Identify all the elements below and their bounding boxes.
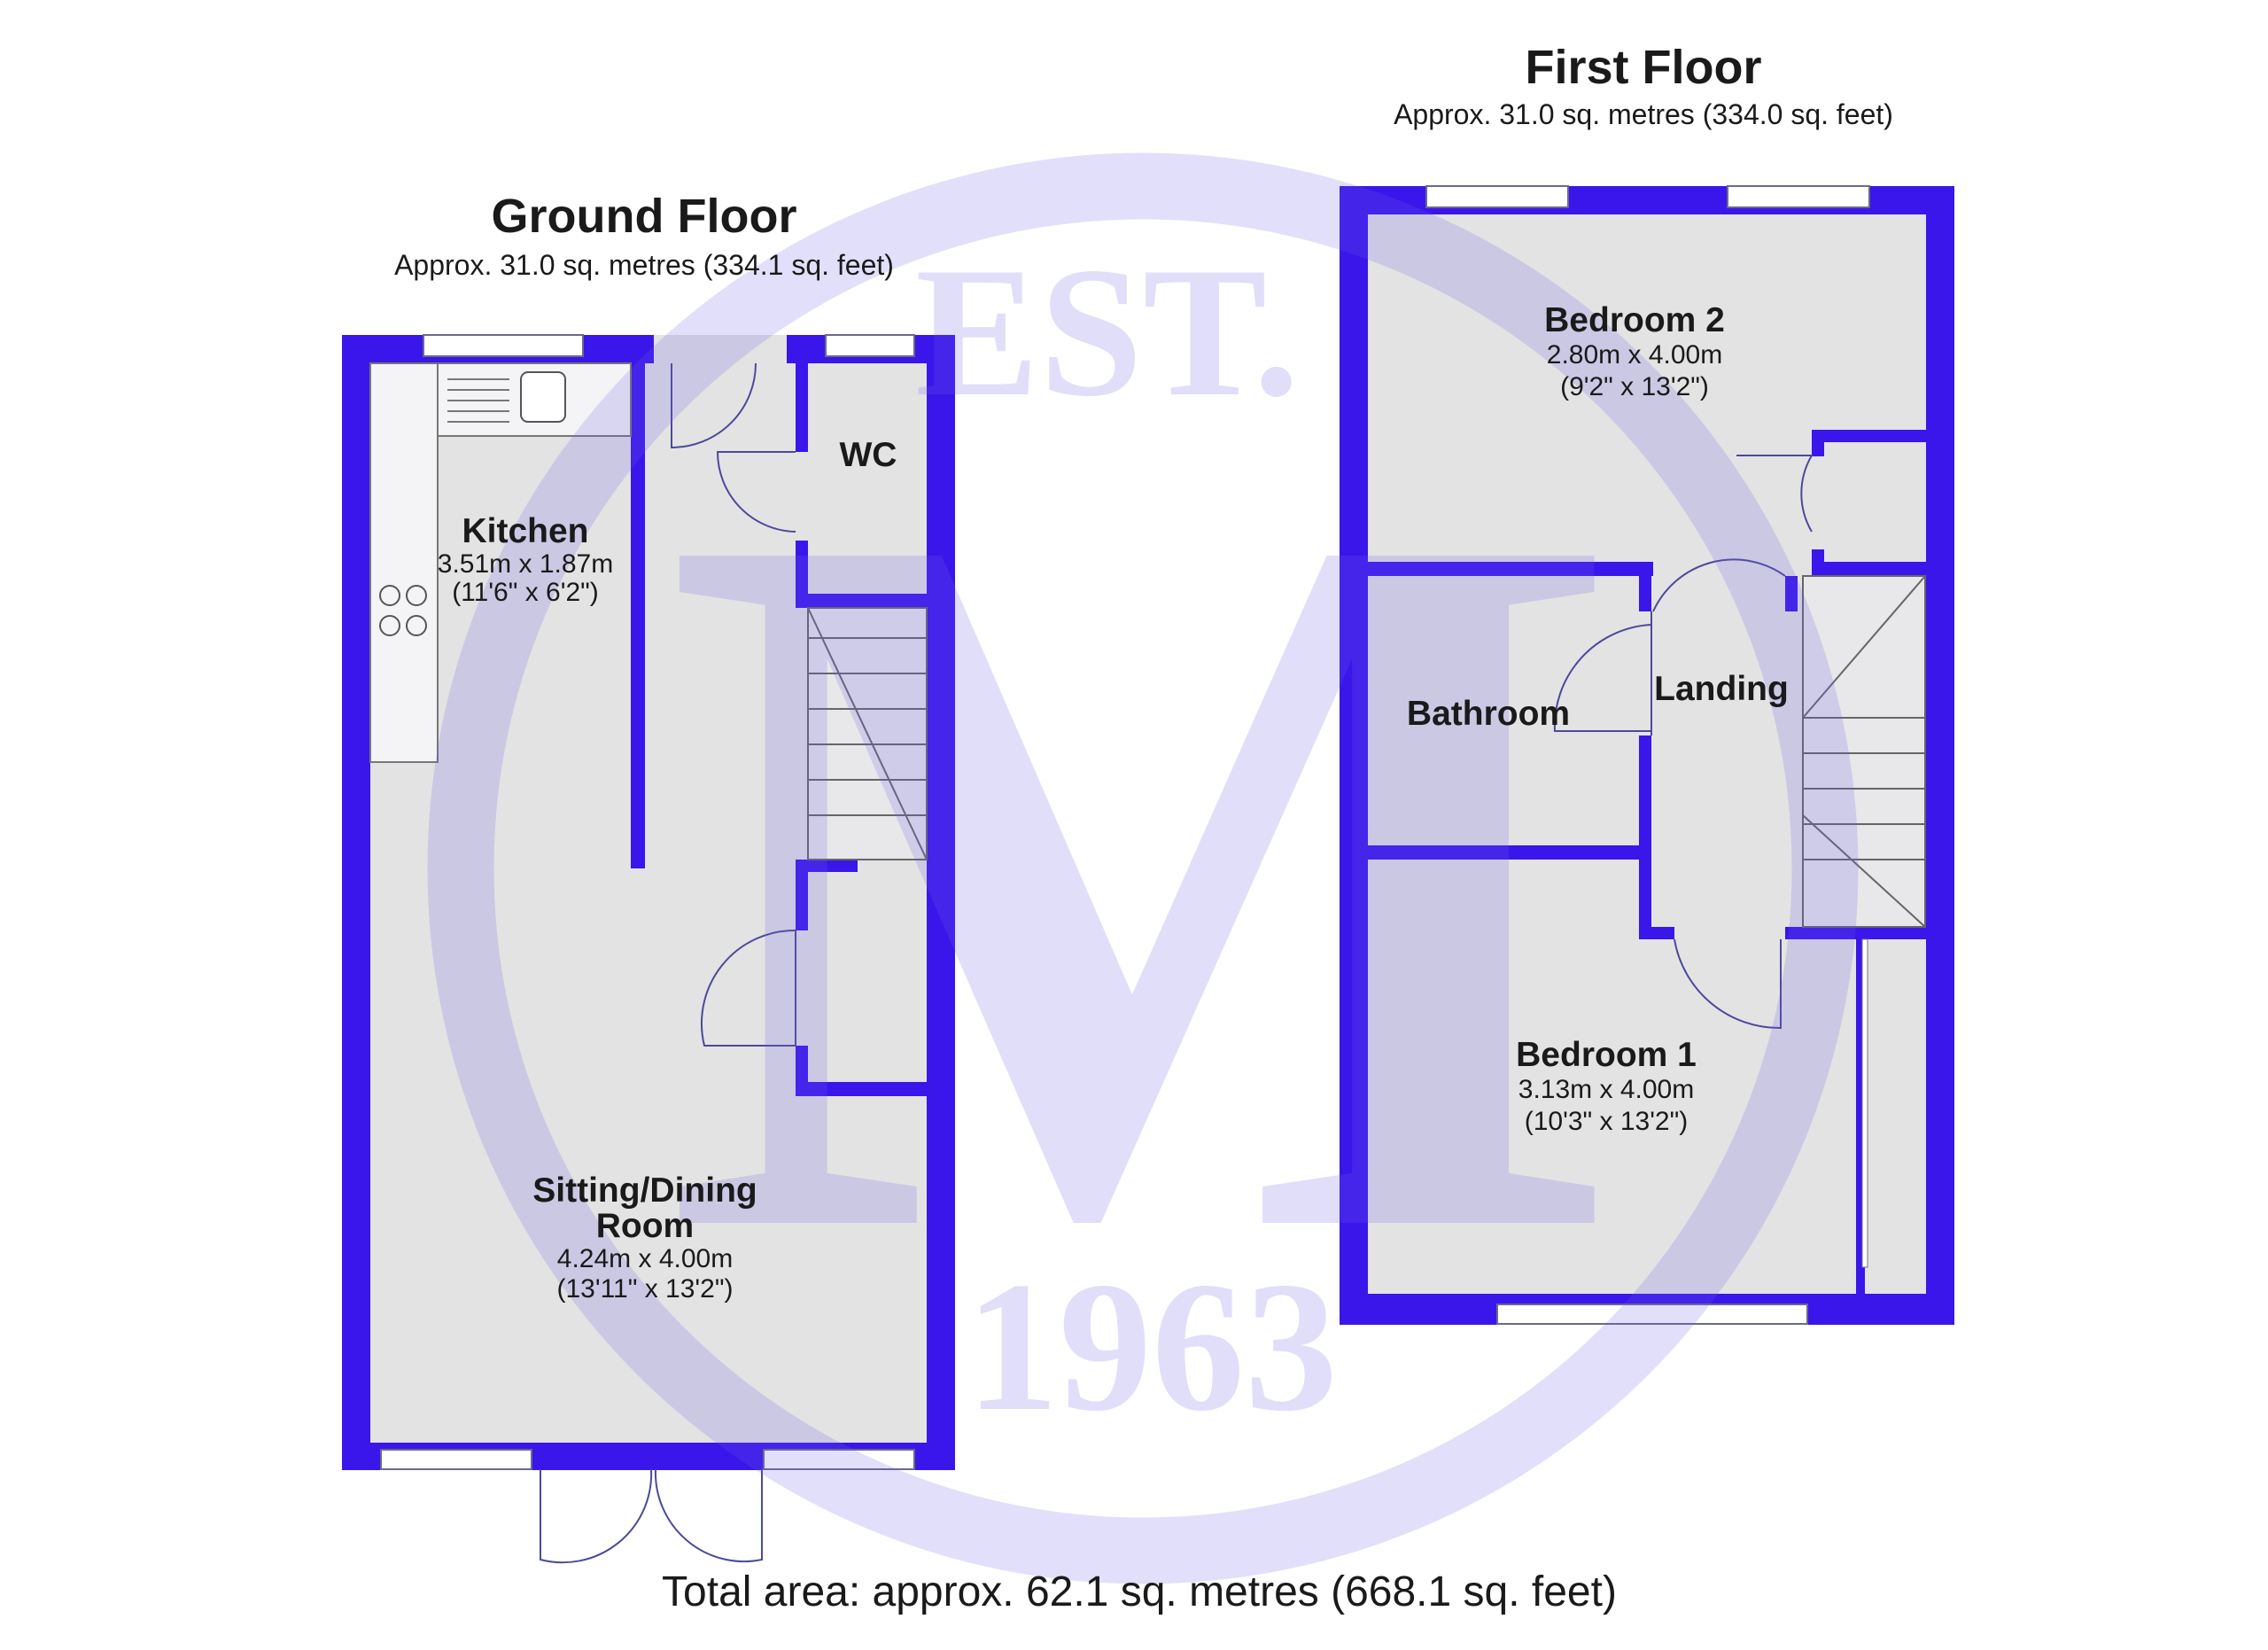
landing-wall-top bbox=[1785, 576, 1798, 611]
wc-wall-lower bbox=[796, 541, 808, 607]
watermark-year: 1963 bbox=[966, 1244, 1338, 1450]
kitchen-imperial: (11'6" x 6'2") bbox=[452, 578, 599, 607]
bedroom1-door-swing bbox=[1674, 938, 1782, 1030]
front-door-swing bbox=[671, 362, 757, 449]
sitting-room-imperial: (13'11" x 13'2") bbox=[557, 1274, 734, 1304]
bathroom-bottom-wall bbox=[1368, 845, 1651, 860]
watermark-letter: M bbox=[662, 315, 1623, 1444]
kitchen-metric: 3.51m x 1.87m bbox=[438, 549, 613, 579]
patio-door-right bbox=[654, 1468, 763, 1562]
cupboard-wall-upper bbox=[796, 860, 808, 930]
bedroom2-cupboard-top bbox=[1812, 430, 1927, 442]
watermark-ring bbox=[427, 152, 1859, 1584]
kitchen-label: Kitchen bbox=[462, 512, 588, 550]
cupboard-wall-top bbox=[796, 860, 858, 872]
first-floor-area: Approx. 31.0 sq. metres (334.0 sq. feet) bbox=[1394, 98, 1893, 130]
bedroom2-door-swing bbox=[1652, 558, 1786, 612]
bedroom2-cupboard-bottom bbox=[1812, 562, 1927, 576]
watermark-logo: M EST. 1963 bbox=[427, 152, 1859, 1584]
first-floor-plan bbox=[1340, 185, 1954, 1325]
ground-staircase bbox=[807, 607, 928, 860]
sitting-room-label-line1: Sitting/Dining bbox=[532, 1171, 757, 1210]
wc-wall-upper bbox=[796, 363, 808, 452]
hob-icon bbox=[379, 585, 427, 636]
cupboard-bottom-wall bbox=[796, 1082, 927, 1096]
bedroom1-door-wall bbox=[1639, 927, 1674, 939]
first-floor-title: First Floor bbox=[1526, 41, 1762, 94]
cupboard-door-swing bbox=[1736, 455, 1814, 533]
ground-floor-title: Ground Floor bbox=[492, 190, 797, 243]
bedroom1-label: Bedroom 1 bbox=[1516, 1036, 1697, 1074]
watermark-est: EST. bbox=[915, 230, 1300, 435]
sitting-room-label-line2: Room bbox=[596, 1207, 695, 1245]
cupboard-door-swing bbox=[700, 929, 796, 1047]
bedroom2-bottom-wall bbox=[1368, 562, 1653, 576]
rear-window-left bbox=[380, 1449, 532, 1470]
front-door-opening bbox=[654, 335, 787, 365]
total-area: Total area: approx. 62.1 sq. metres (668… bbox=[662, 1568, 1617, 1615]
ground-floor-floor bbox=[370, 363, 927, 1443]
bedroom2-window-left bbox=[1425, 185, 1569, 208]
ground-floor-doors bbox=[540, 362, 796, 1564]
bedroom1-imperial: (10'3" x 13'2") bbox=[1525, 1107, 1689, 1136]
wardrobe-door bbox=[1861, 938, 1868, 1268]
rear-window-right bbox=[763, 1449, 915, 1470]
ground-floor-plan bbox=[342, 334, 955, 1564]
bathroom-door-swing bbox=[1553, 611, 1652, 735]
bathroom-label: Bathroom bbox=[1407, 695, 1570, 733]
bathroom-right-wall-top bbox=[1639, 576, 1651, 611]
wc-door-swing bbox=[716, 451, 796, 533]
wc-bottom-wall bbox=[796, 594, 927, 608]
wardrobe-wall bbox=[1856, 939, 1865, 1294]
bedroom2-metric: 2.80m x 4.00m bbox=[1547, 340, 1722, 370]
first-staircase bbox=[1802, 575, 1926, 928]
landing-label: Landing bbox=[1654, 670, 1789, 708]
landing-stair-bottom bbox=[1785, 927, 1927, 939]
bathroom-right-wall bbox=[1639, 735, 1651, 939]
bedroom1-window bbox=[1496, 1304, 1808, 1325]
bedroom2-window-right bbox=[1727, 185, 1870, 208]
bedroom2-imperial: (9'2" x 13'2") bbox=[1560, 372, 1709, 401]
kitchen-window bbox=[423, 334, 584, 357]
bedroom2-label: Bedroom 2 bbox=[1544, 301, 1725, 339]
patio-door-left bbox=[540, 1468, 653, 1564]
sitting-room-metric: 4.24m x 4.00m bbox=[557, 1244, 733, 1273]
wc-window bbox=[825, 334, 915, 357]
ground-floor-area: Approx. 31.0 sq. metres (334.1 sq. feet) bbox=[394, 249, 894, 281]
bedroom1-metric: 3.13m x 4.00m bbox=[1518, 1075, 1694, 1104]
first-floor-doors bbox=[1553, 455, 1814, 1030]
wc-label: WC bbox=[840, 436, 897, 474]
kitchen-partition-wall bbox=[631, 363, 645, 868]
kitchen-worktop bbox=[369, 362, 439, 763]
bedroom2-cupboard-side bbox=[1812, 430, 1824, 456]
sink-icon bbox=[520, 371, 566, 423]
drainer-icon bbox=[447, 378, 509, 423]
